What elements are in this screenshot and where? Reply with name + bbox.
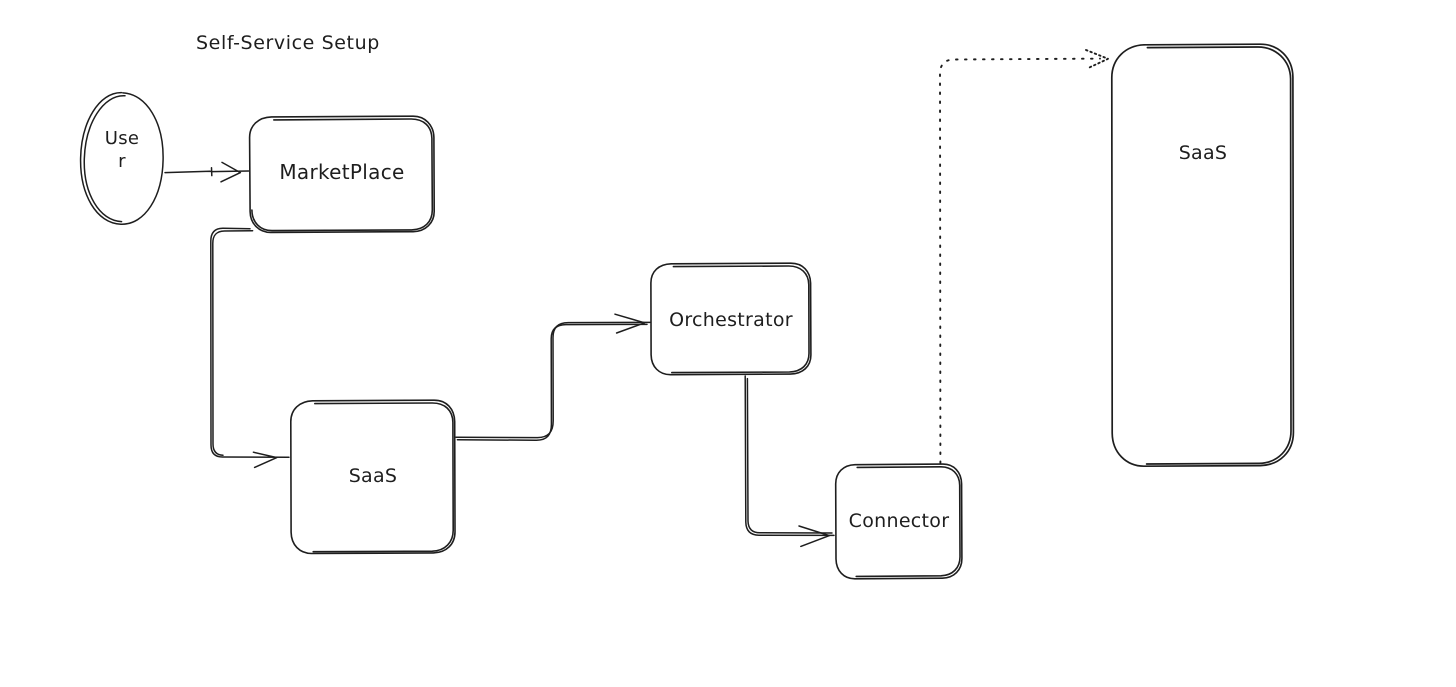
- node-user[interactable]: [80, 92, 163, 225]
- edge-connector-to-saas-right-arrowhead: [1085, 49, 1109, 70]
- node-orchestrator[interactable]: [651, 263, 811, 375]
- node-marketplace[interactable]: [250, 116, 434, 232]
- page-title: Self-Service Setup: [196, 32, 380, 54]
- edge-saas-left-to-orchestrator[interactable]: [455, 313, 651, 441]
- node-saas-right[interactable]: [1112, 44, 1294, 466]
- node-saas-left-shape[interactable]: [289, 399, 456, 555]
- edge-connector-to-saas-right[interactable]: [939, 57, 1101, 464]
- node-saas-left[interactable]: [291, 400, 455, 553]
- edge-user-to-marketplace[interactable]: [164, 161, 250, 183]
- node-saas-right-shape[interactable]: [1110, 43, 1295, 468]
- node-connector-shape[interactable]: [834, 463, 963, 580]
- node-marketplace-shape[interactable]: [248, 115, 436, 234]
- node-connector[interactable]: [836, 464, 962, 579]
- edge-orchestrator-to-connector[interactable]: [744, 375, 835, 548]
- node-orchestrator-shape[interactable]: [650, 262, 812, 376]
- node-user-shape[interactable]: [79, 91, 164, 225]
- edge-marketplace-to-saas-left[interactable]: [210, 227, 290, 469]
